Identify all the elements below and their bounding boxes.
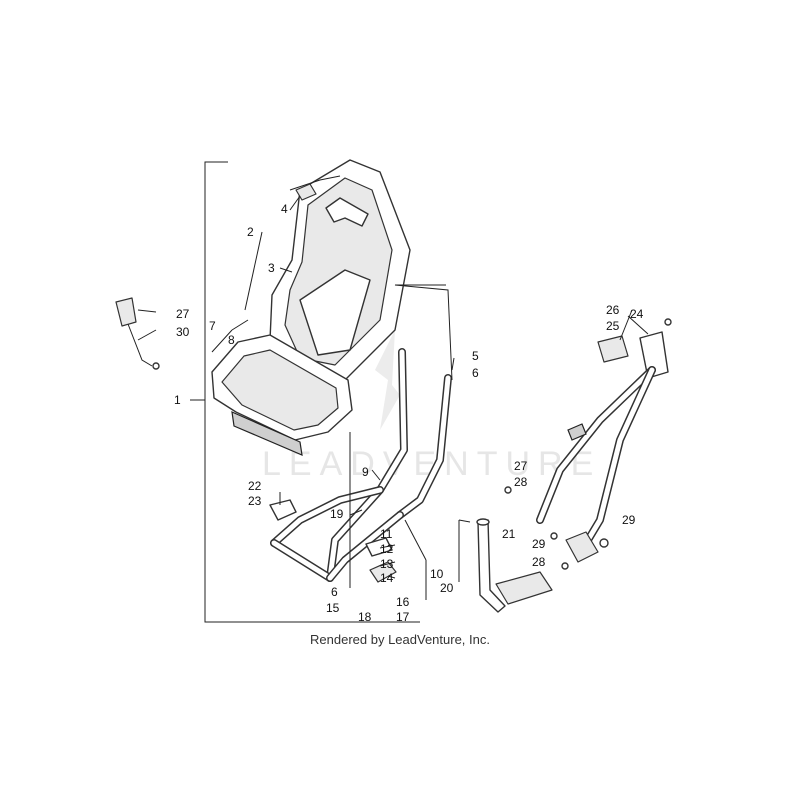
seat-slider[interactable] — [476, 518, 553, 613]
right-seat-belt-retractor[interactable] — [504, 318, 672, 570]
callout-1: 1 — [174, 393, 181, 407]
callout-22: 22 — [248, 479, 262, 493]
seat-cushion[interactable] — [211, 319, 353, 456]
callout-6a: 6 — [472, 366, 479, 380]
callout-4: 4 — [281, 202, 288, 216]
callout-3: 3 — [268, 261, 275, 275]
callout-30: 30 — [176, 325, 190, 339]
callout-20: 20 — [440, 581, 454, 595]
callout-15: 15 — [326, 601, 340, 615]
callout-17: 17 — [396, 610, 410, 624]
seat-frame[interactable] — [269, 348, 452, 583]
callout-11: 11 — [380, 527, 393, 541]
callout-27b: 27 — [514, 459, 528, 473]
callout-labels: 1 2 3 4 5 6 6 7 8 9 10 11 12 13 14 15 16… — [174, 202, 644, 624]
watermark-logo — [375, 330, 400, 430]
callout-24: 24 — [630, 307, 644, 321]
callout-19: 19 — [330, 507, 344, 521]
callout-28a: 28 — [514, 475, 528, 489]
callout-18: 18 — [358, 610, 372, 624]
callout-8: 8 — [228, 333, 235, 347]
callout-21: 21 — [502, 527, 516, 541]
seat-back[interactable] — [269, 159, 411, 386]
callout-14: 14 — [380, 571, 394, 585]
callout-12: 12 — [380, 542, 394, 556]
callout-28b: 28 — [532, 555, 546, 569]
callout-2: 2 — [247, 225, 254, 239]
callout-7: 7 — [209, 319, 216, 333]
callout-10: 10 — [430, 567, 444, 581]
callout-9: 9 — [362, 465, 369, 479]
left-seat-belt-buckle[interactable] — [115, 297, 160, 370]
callout-13: 13 — [380, 557, 394, 571]
callout-23: 23 — [248, 494, 262, 508]
callout-25: 25 — [606, 319, 620, 333]
callout-29b: 29 — [622, 513, 636, 527]
callout-16: 16 — [396, 595, 410, 609]
callout-5: 5 — [472, 349, 479, 363]
assembly-bracket — [190, 161, 420, 623]
credit-text: Rendered by LeadVenture, Inc. — [310, 632, 490, 647]
callout-29a: 29 — [532, 537, 546, 551]
callout-26: 26 — [606, 303, 620, 317]
callout-6b: 6 — [331, 585, 338, 599]
leader-lines — [137, 195, 649, 600]
callout-27a: 27 — [176, 307, 190, 321]
